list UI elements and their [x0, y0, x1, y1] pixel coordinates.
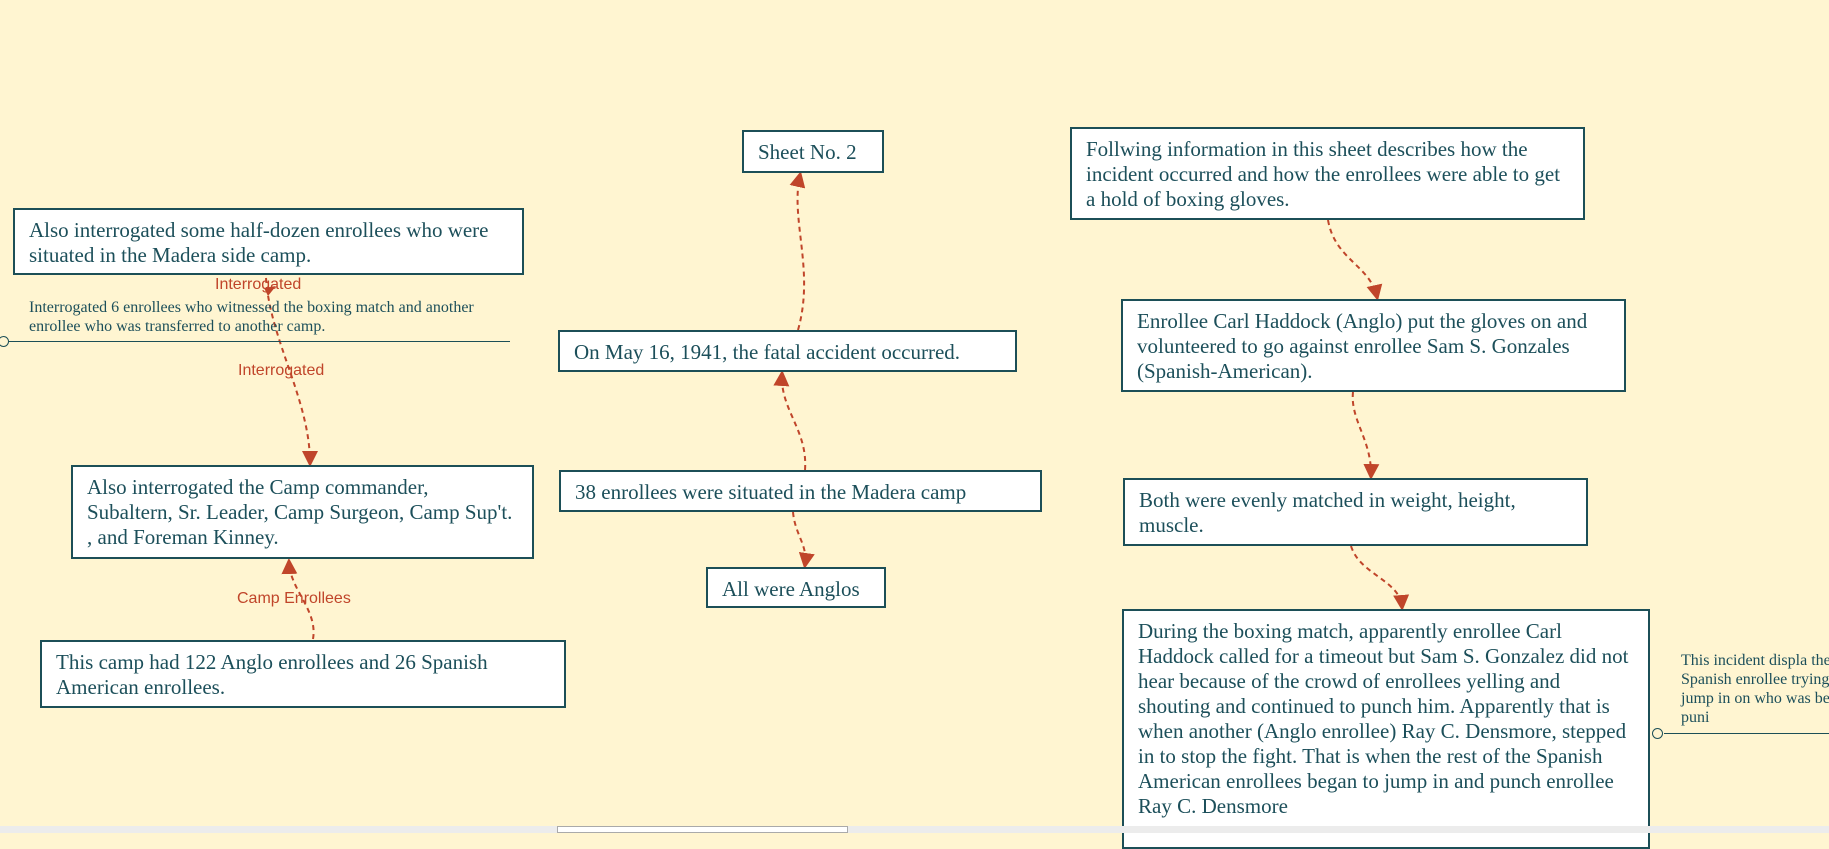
node-all-anglos[interactable]: All were Anglos [706, 567, 886, 608]
link-label-camp-enrollees: Camp Enrollees [237, 590, 351, 607]
node-madera-38[interactable]: 38 enrollees were situated in the Madera… [559, 470, 1042, 512]
note-incident[interactable]: This incident displa the Spanish enrolle… [1681, 652, 1829, 726]
note-underline [8, 341, 510, 342]
link-following-haddock [1327, 219, 1383, 301]
link-38-may16 [773, 370, 807, 471]
node-sheet-no-2[interactable]: Sheet No. 2 [742, 130, 884, 173]
node-haddock[interactable]: Enrollee Carl Haddock (Anglo) put the gl… [1121, 299, 1626, 392]
note-interrogated-6[interactable]: Interrogated 6 enrollees who witnessed t… [29, 299, 474, 335]
link-camp-enrollees [281, 558, 315, 640]
node-half-dozen[interactable]: Also interrogated some half-dozen enroll… [13, 208, 524, 275]
link-label-interrogated: Interrogated [238, 362, 325, 379]
link-may16-sheet [789, 171, 806, 331]
node-camp-commander[interactable]: Also interrogated the Camp commander, Su… [71, 465, 534, 559]
link-haddock-matched [1351, 391, 1380, 480]
node-evenly-matched[interactable]: Both were evenly matched in weight, heig… [1123, 478, 1588, 546]
link-matched-during [1350, 545, 1410, 611]
collapse-knob-right[interactable] [1652, 728, 1663, 739]
scrollbar-thumb[interactable] [557, 826, 848, 833]
horizontal-scrollbar[interactable] [0, 826, 1829, 833]
node-may-16[interactable]: On May 16, 1941, the fatal accident occu… [558, 330, 1017, 372]
link-interrogated [265, 277, 318, 467]
node-following-info[interactable]: Follwing information in this sheet descr… [1070, 127, 1585, 220]
link-label-interrogated-top: Interrogated [215, 276, 302, 293]
note-incident-underline [1664, 733, 1829, 734]
collapse-knob[interactable] [0, 336, 9, 347]
link-38-anglos [792, 511, 815, 569]
node-camp-122[interactable]: This camp had 122 Anglo enrollees and 26… [40, 640, 566, 708]
node-during-match[interactable]: During the boxing match, apparently enro… [1122, 609, 1650, 849]
